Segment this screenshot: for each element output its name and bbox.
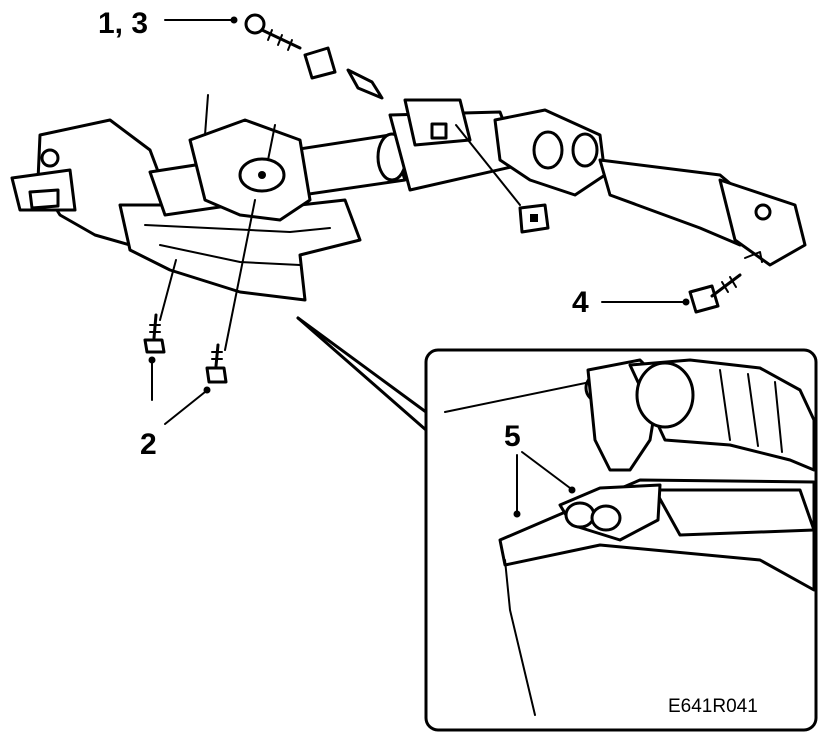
assembly-axis-line	[267, 124, 276, 161]
figure-code: E641R041	[668, 696, 758, 717]
bracket-edge	[144, 224, 331, 233]
uj-yoke	[571, 132, 599, 168]
spacer	[346, 68, 384, 100]
clip-tab	[590, 504, 622, 532]
inset-column-bore	[635, 361, 695, 429]
bolt-head	[244, 13, 266, 35]
bolt-head	[688, 284, 720, 314]
upper-bolt	[244, 13, 302, 51]
bolt-shank	[214, 343, 220, 368]
zoom-wedge-lower	[296, 316, 428, 432]
assembly-axis-line	[204, 94, 209, 136]
assembly-axis-line	[159, 259, 177, 321]
callout-4: 4	[572, 286, 589, 319]
bolt-thread	[721, 276, 737, 293]
leader-dot	[568, 486, 576, 494]
lower-bolt-left	[143, 313, 166, 354]
clamp-bolt-hole	[258, 171, 266, 179]
leader-dot	[230, 16, 238, 24]
bolt-head	[205, 366, 228, 384]
steering-column-assembly	[10, 98, 807, 302]
leader-dot	[682, 298, 690, 306]
leader-2b	[164, 391, 206, 425]
clip-tab	[564, 501, 596, 529]
bolt-thread	[149, 324, 161, 333]
uj-yoke	[532, 130, 564, 170]
mount-block-hole	[430, 122, 448, 140]
inset-axis-line	[444, 379, 601, 413]
joint-clamp-bolt	[688, 251, 763, 314]
leader-dot	[203, 386, 211, 394]
assembly-axis-line	[224, 199, 256, 351]
callout-2: 2	[140, 428, 157, 461]
callout-5: 5	[504, 420, 521, 453]
bolt-head	[143, 338, 166, 354]
bracket-edge	[159, 244, 301, 266]
zoom-wedge-upper	[296, 316, 428, 414]
housing-bolt-hole	[40, 148, 60, 168]
inset-ribs	[719, 369, 783, 453]
square-nut-hole	[530, 214, 538, 222]
bolt-thread	[211, 351, 223, 360]
leader-5a	[521, 451, 571, 489]
spacer-sleeve	[303, 46, 384, 100]
leader-dot	[148, 356, 156, 364]
bolt-shank	[710, 273, 742, 298]
lower-uj-bolt-hole	[754, 203, 772, 221]
leader-dot	[513, 510, 521, 518]
inset-panel-edge	[504, 559, 536, 716]
callout-1-3: 1, 3	[98, 7, 148, 40]
lower-bolt-right	[205, 343, 228, 384]
bolt-thread	[267, 29, 293, 51]
assembly-axis-line	[455, 124, 521, 206]
bolt-washer	[744, 251, 763, 263]
clip-nut	[303, 46, 337, 80]
shaft-spline	[28, 188, 60, 210]
lower-universal-joint	[718, 178, 807, 267]
detail-inset	[424, 348, 818, 732]
inset-slot	[653, 488, 816, 537]
bolt-shank	[152, 313, 158, 340]
lower-mounting-bracket	[118, 198, 362, 302]
